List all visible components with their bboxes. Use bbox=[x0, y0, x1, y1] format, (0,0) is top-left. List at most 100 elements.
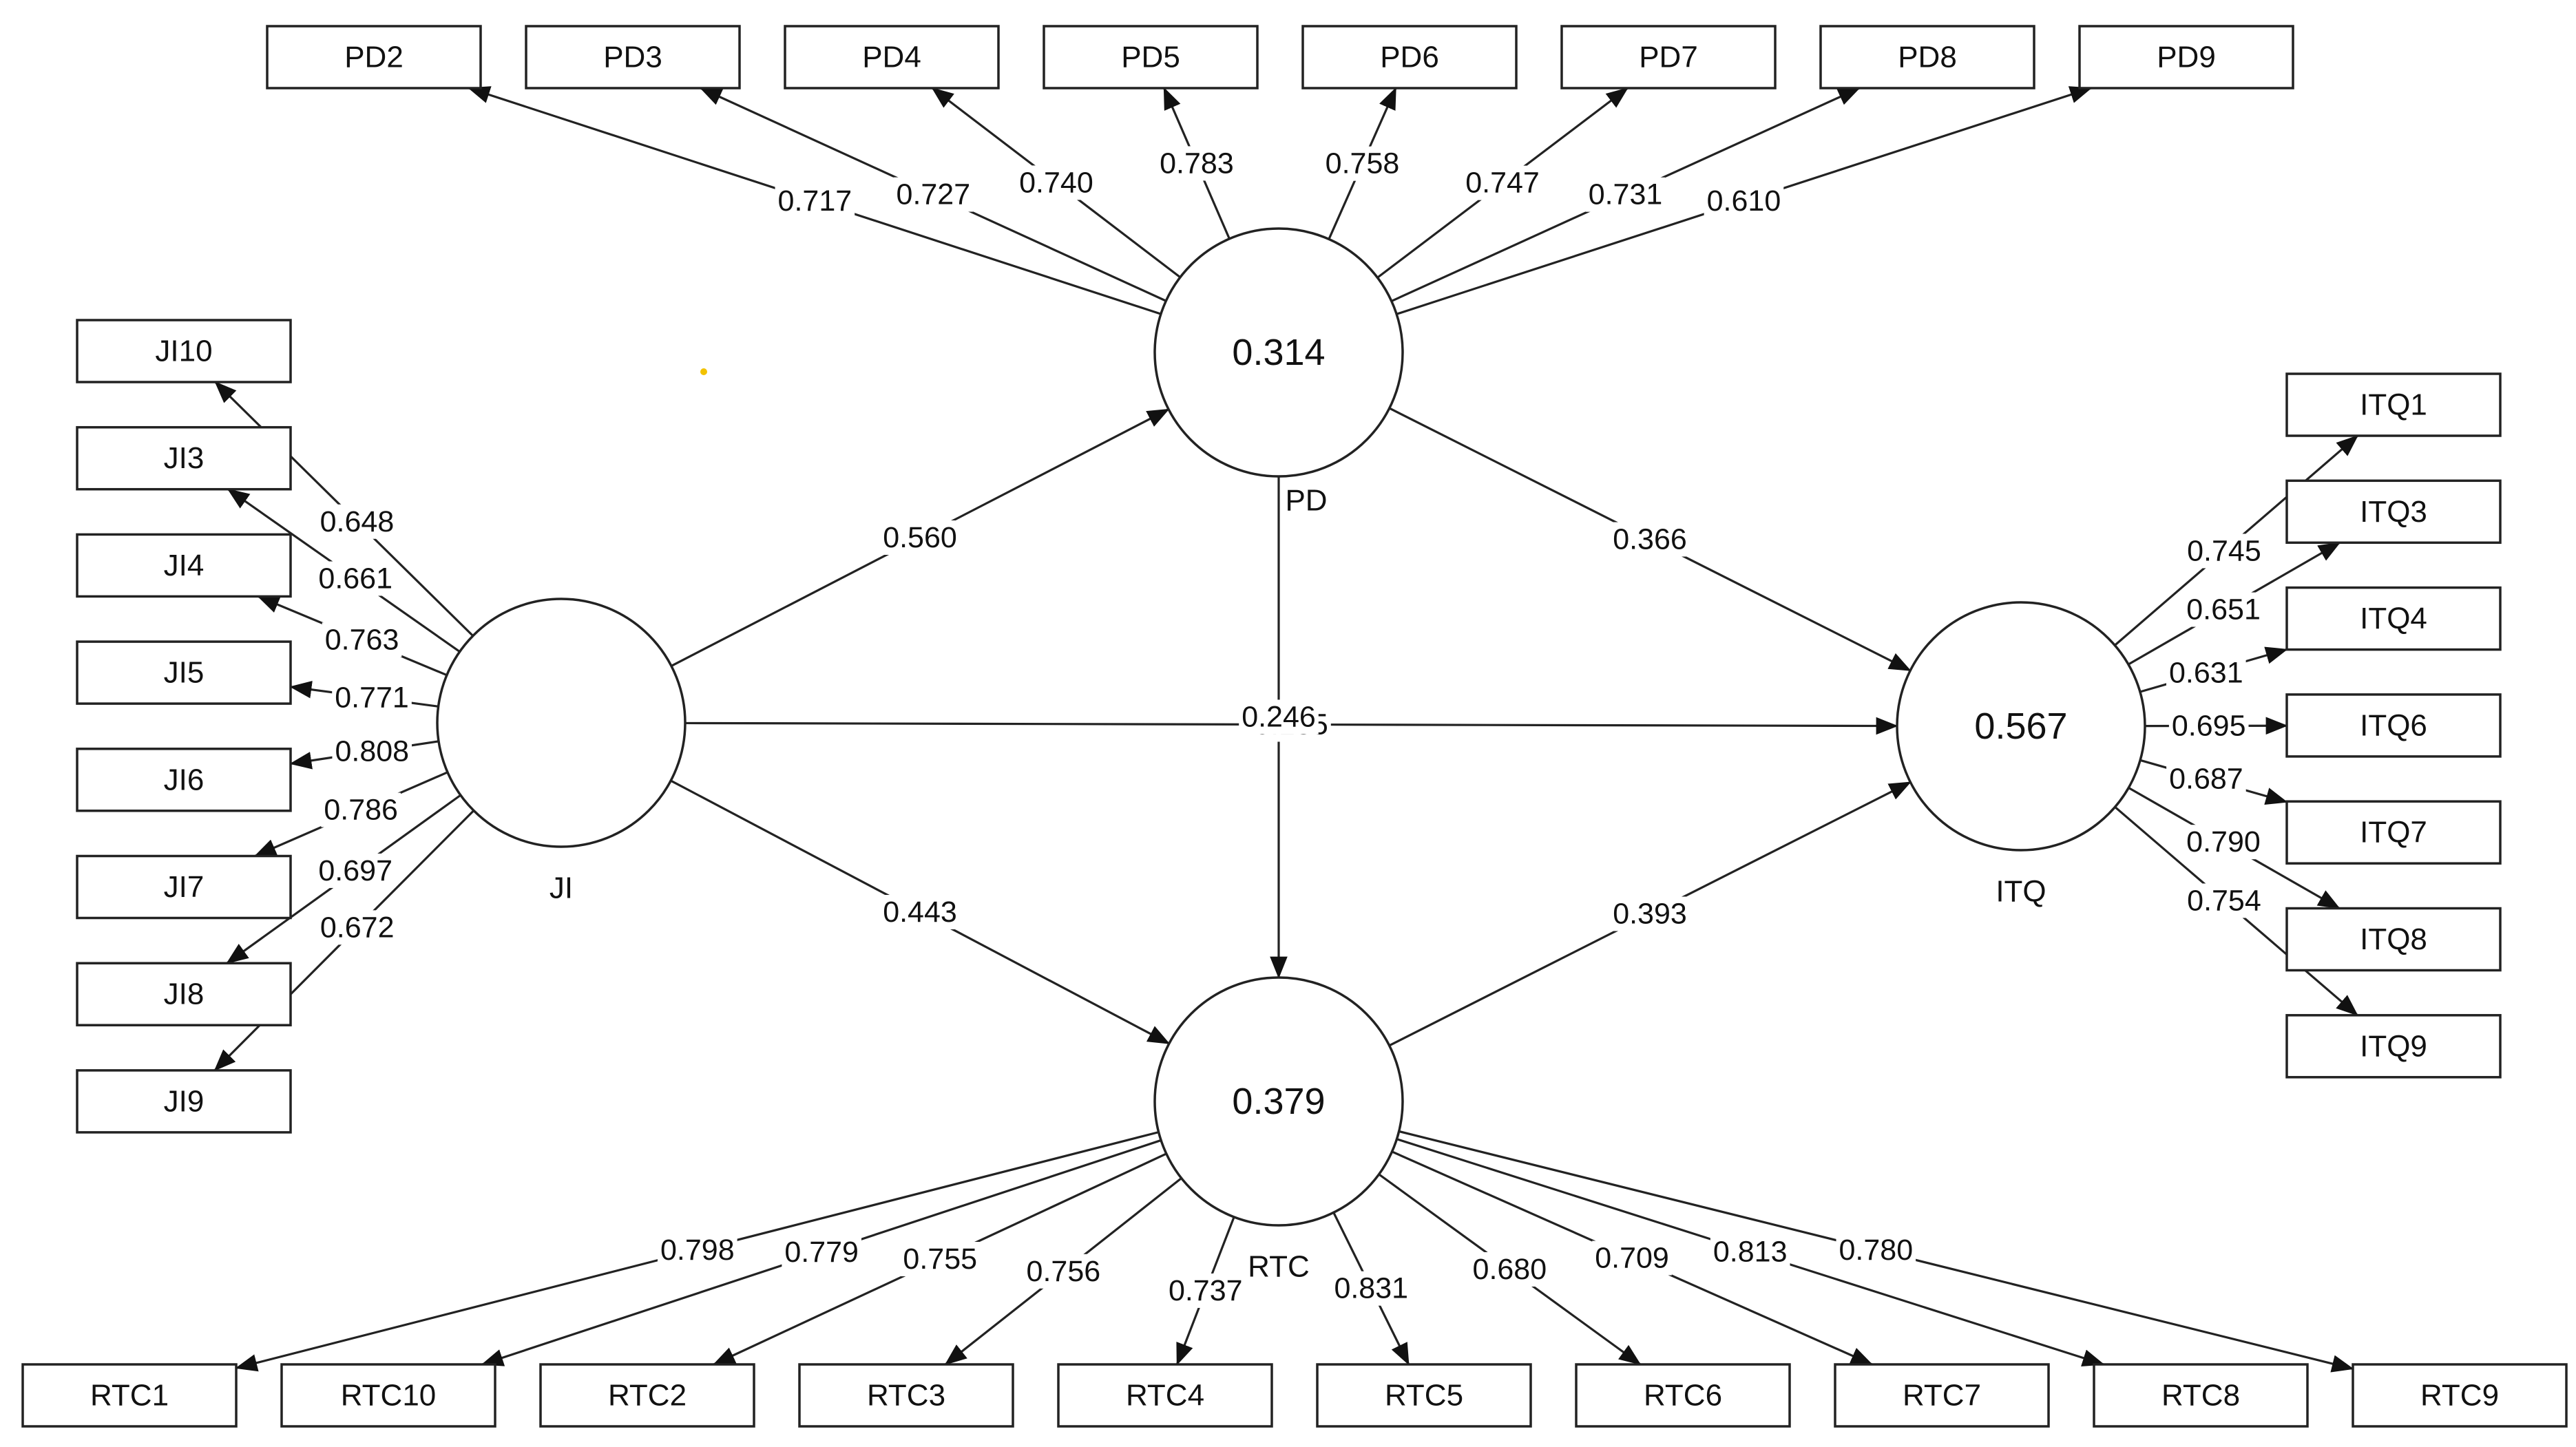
indicator-box-rtc10[interactable] bbox=[280, 1363, 496, 1428]
indicator-label-ji8: JI8 bbox=[164, 978, 205, 1011]
loading-value-rtc9-group: 0.780 bbox=[1836, 1232, 1916, 1267]
indicator-box-itq8[interactable] bbox=[2285, 907, 2502, 972]
indicator-box-rtc4[interactable] bbox=[1057, 1363, 1273, 1428]
indicator-box-pd2[interactable] bbox=[266, 25, 482, 89]
loading-value-ji3: 0.661 bbox=[318, 562, 392, 595]
indicator-box-rtc5[interactable] bbox=[1316, 1363, 1532, 1428]
path-coefficient-rtc-itq: 0.393 bbox=[1613, 898, 1687, 931]
label-background bbox=[322, 622, 402, 657]
indicator-box-itq1[interactable] bbox=[2285, 372, 2502, 437]
label-background bbox=[2184, 534, 2264, 569]
indicator-box-itq4[interactable] bbox=[2285, 586, 2502, 651]
label-background bbox=[1331, 1271, 1412, 1306]
indicator-label-ji4: JI4 bbox=[164, 549, 205, 582]
indicator-label-ji7: JI7 bbox=[164, 870, 205, 904]
construct-circle-pd[interactable] bbox=[1153, 227, 1404, 478]
loading-value-itq8-group: 0.790 bbox=[2184, 825, 2263, 860]
loading-value-rtc10-group: 0.779 bbox=[782, 1235, 861, 1270]
loading-value-pd4: 0.740 bbox=[1019, 166, 1093, 199]
indicator-label-itq7: ITQ7 bbox=[2360, 816, 2427, 849]
loading-value-itq3-group: 0.651 bbox=[2184, 592, 2263, 627]
indicator-label-itq6: ITQ6 bbox=[2360, 708, 2427, 742]
label-background bbox=[1023, 1254, 1104, 1289]
indicator-box-rtc1[interactable] bbox=[21, 1363, 238, 1428]
loading-value-ji9-group: 0.672 bbox=[317, 910, 397, 945]
indicator-label-rtc5: RTC5 bbox=[1385, 1379, 1463, 1413]
loading-value-rtc8-group: 0.813 bbox=[1710, 1234, 1790, 1269]
indicator-label-pd4: PD4 bbox=[862, 41, 921, 74]
construct-name-itq: ITQ bbox=[1996, 875, 2046, 909]
indicator-label-rtc7: RTC7 bbox=[1903, 1379, 1981, 1413]
label-background bbox=[321, 792, 401, 827]
indicator-box-itq9[interactable] bbox=[2285, 1014, 2502, 1079]
label-background bbox=[1585, 177, 1666, 212]
label-background bbox=[2166, 655, 2246, 690]
indicator-box-pd4[interactable] bbox=[784, 25, 1000, 89]
label-background bbox=[775, 184, 855, 219]
path-coefficient-ji-rtc-group: 0.443 bbox=[880, 895, 960, 929]
indicator-box-ji7[interactable] bbox=[76, 854, 292, 920]
construct-name-ji: JI bbox=[549, 872, 573, 905]
loading-value-ji10-group: 0.648 bbox=[317, 504, 397, 539]
indicator-label-pd7: PD7 bbox=[1639, 41, 1698, 74]
loading-value-pd7-group: 0.747 bbox=[1463, 165, 1542, 200]
label-background bbox=[1157, 146, 1237, 181]
loading-value-itq3: 0.651 bbox=[2186, 593, 2261, 626]
r-squared-itq: 0.567 bbox=[1974, 706, 2067, 747]
indicator-box-pd6[interactable] bbox=[1301, 25, 1518, 89]
indicator-box-pd7[interactable] bbox=[1560, 25, 1777, 89]
indicator-label-ji6: JI6 bbox=[164, 763, 205, 796]
indicator-label-rtc4: RTC4 bbox=[1126, 1379, 1204, 1413]
indicator-label-ji3: JI3 bbox=[164, 441, 205, 475]
indicator-box-ji8[interactable] bbox=[76, 962, 292, 1026]
loading-value-ji7: 0.786 bbox=[324, 794, 398, 827]
loading-value-pd5: 0.783 bbox=[1160, 147, 1234, 180]
indicator-box-itq7[interactable] bbox=[2285, 800, 2502, 865]
loading-value-pd7: 0.747 bbox=[1465, 167, 1540, 200]
indicator-box-pd5[interactable] bbox=[1043, 25, 1259, 89]
construct-circle-rtc[interactable] bbox=[1153, 976, 1404, 1227]
indicator-box-pd9[interactable] bbox=[2078, 25, 2294, 89]
indicator-label-itq1: ITQ1 bbox=[2360, 388, 2427, 422]
indicator-box-rtc8[interactable] bbox=[2093, 1363, 2309, 1428]
loading-value-pd2-group: 0.717 bbox=[775, 184, 855, 219]
indicator-box-itq6[interactable] bbox=[2285, 693, 2502, 758]
indicator-label-pd6: PD6 bbox=[1380, 41, 1439, 74]
indicator-box-rtc6[interactable] bbox=[1575, 1363, 1791, 1428]
label-background bbox=[2166, 761, 2246, 796]
loading-value-ji7-group: 0.786 bbox=[321, 792, 401, 827]
label-background bbox=[1610, 522, 1690, 557]
loading-value-pd5-group: 0.783 bbox=[1157, 146, 1237, 181]
indicator-box-ji6[interactable] bbox=[76, 748, 292, 812]
construct-circle-ji[interactable] bbox=[436, 598, 687, 848]
indicator-box-rtc7[interactable] bbox=[1834, 1363, 2050, 1428]
indicator-label-itq9: ITQ9 bbox=[2360, 1029, 2427, 1063]
indicator-box-rtc2[interactable] bbox=[539, 1363, 755, 1428]
indicator-box-rtc9[interactable] bbox=[2352, 1363, 2568, 1428]
construct-name-rtc: RTC bbox=[1248, 1250, 1310, 1284]
indicator-box-ji4[interactable] bbox=[76, 533, 292, 598]
indicator-label-ji9: JI9 bbox=[164, 1084, 205, 1118]
construct-circle-itq[interactable] bbox=[1896, 601, 2146, 852]
indicator-box-ji10[interactable] bbox=[76, 319, 292, 383]
indicator-box-ji3[interactable] bbox=[76, 425, 292, 491]
indicator-label-ji10: JI10 bbox=[155, 335, 212, 368]
yellow-dot bbox=[700, 368, 707, 375]
loading-value-itq7-group: 0.687 bbox=[2166, 761, 2246, 796]
indicator-box-ji9[interactable] bbox=[76, 1069, 292, 1134]
indicator-box-itq3[interactable] bbox=[2285, 479, 2502, 545]
indicator-box-pd8[interactable] bbox=[1819, 25, 2035, 89]
path-coefficient-pd-itq: 0.366 bbox=[1613, 523, 1687, 556]
indicator-box-pd3[interactable] bbox=[525, 25, 741, 89]
label-background bbox=[658, 1232, 737, 1267]
indicator-box-ji5[interactable] bbox=[76, 640, 292, 705]
loading-value-pd8-group: 0.731 bbox=[1585, 177, 1666, 212]
loading-value-ji9: 0.672 bbox=[320, 911, 395, 944]
loading-value-pd2: 0.717 bbox=[778, 184, 852, 218]
loading-value-rtc8: 0.813 bbox=[1713, 1235, 1788, 1268]
loading-value-rtc3: 0.756 bbox=[1027, 1255, 1101, 1288]
loading-value-rtc6: 0.680 bbox=[1473, 1253, 1547, 1286]
r-squared-rtc: 0.379 bbox=[1232, 1081, 1325, 1122]
indicator-box-rtc3[interactable] bbox=[798, 1363, 1014, 1428]
